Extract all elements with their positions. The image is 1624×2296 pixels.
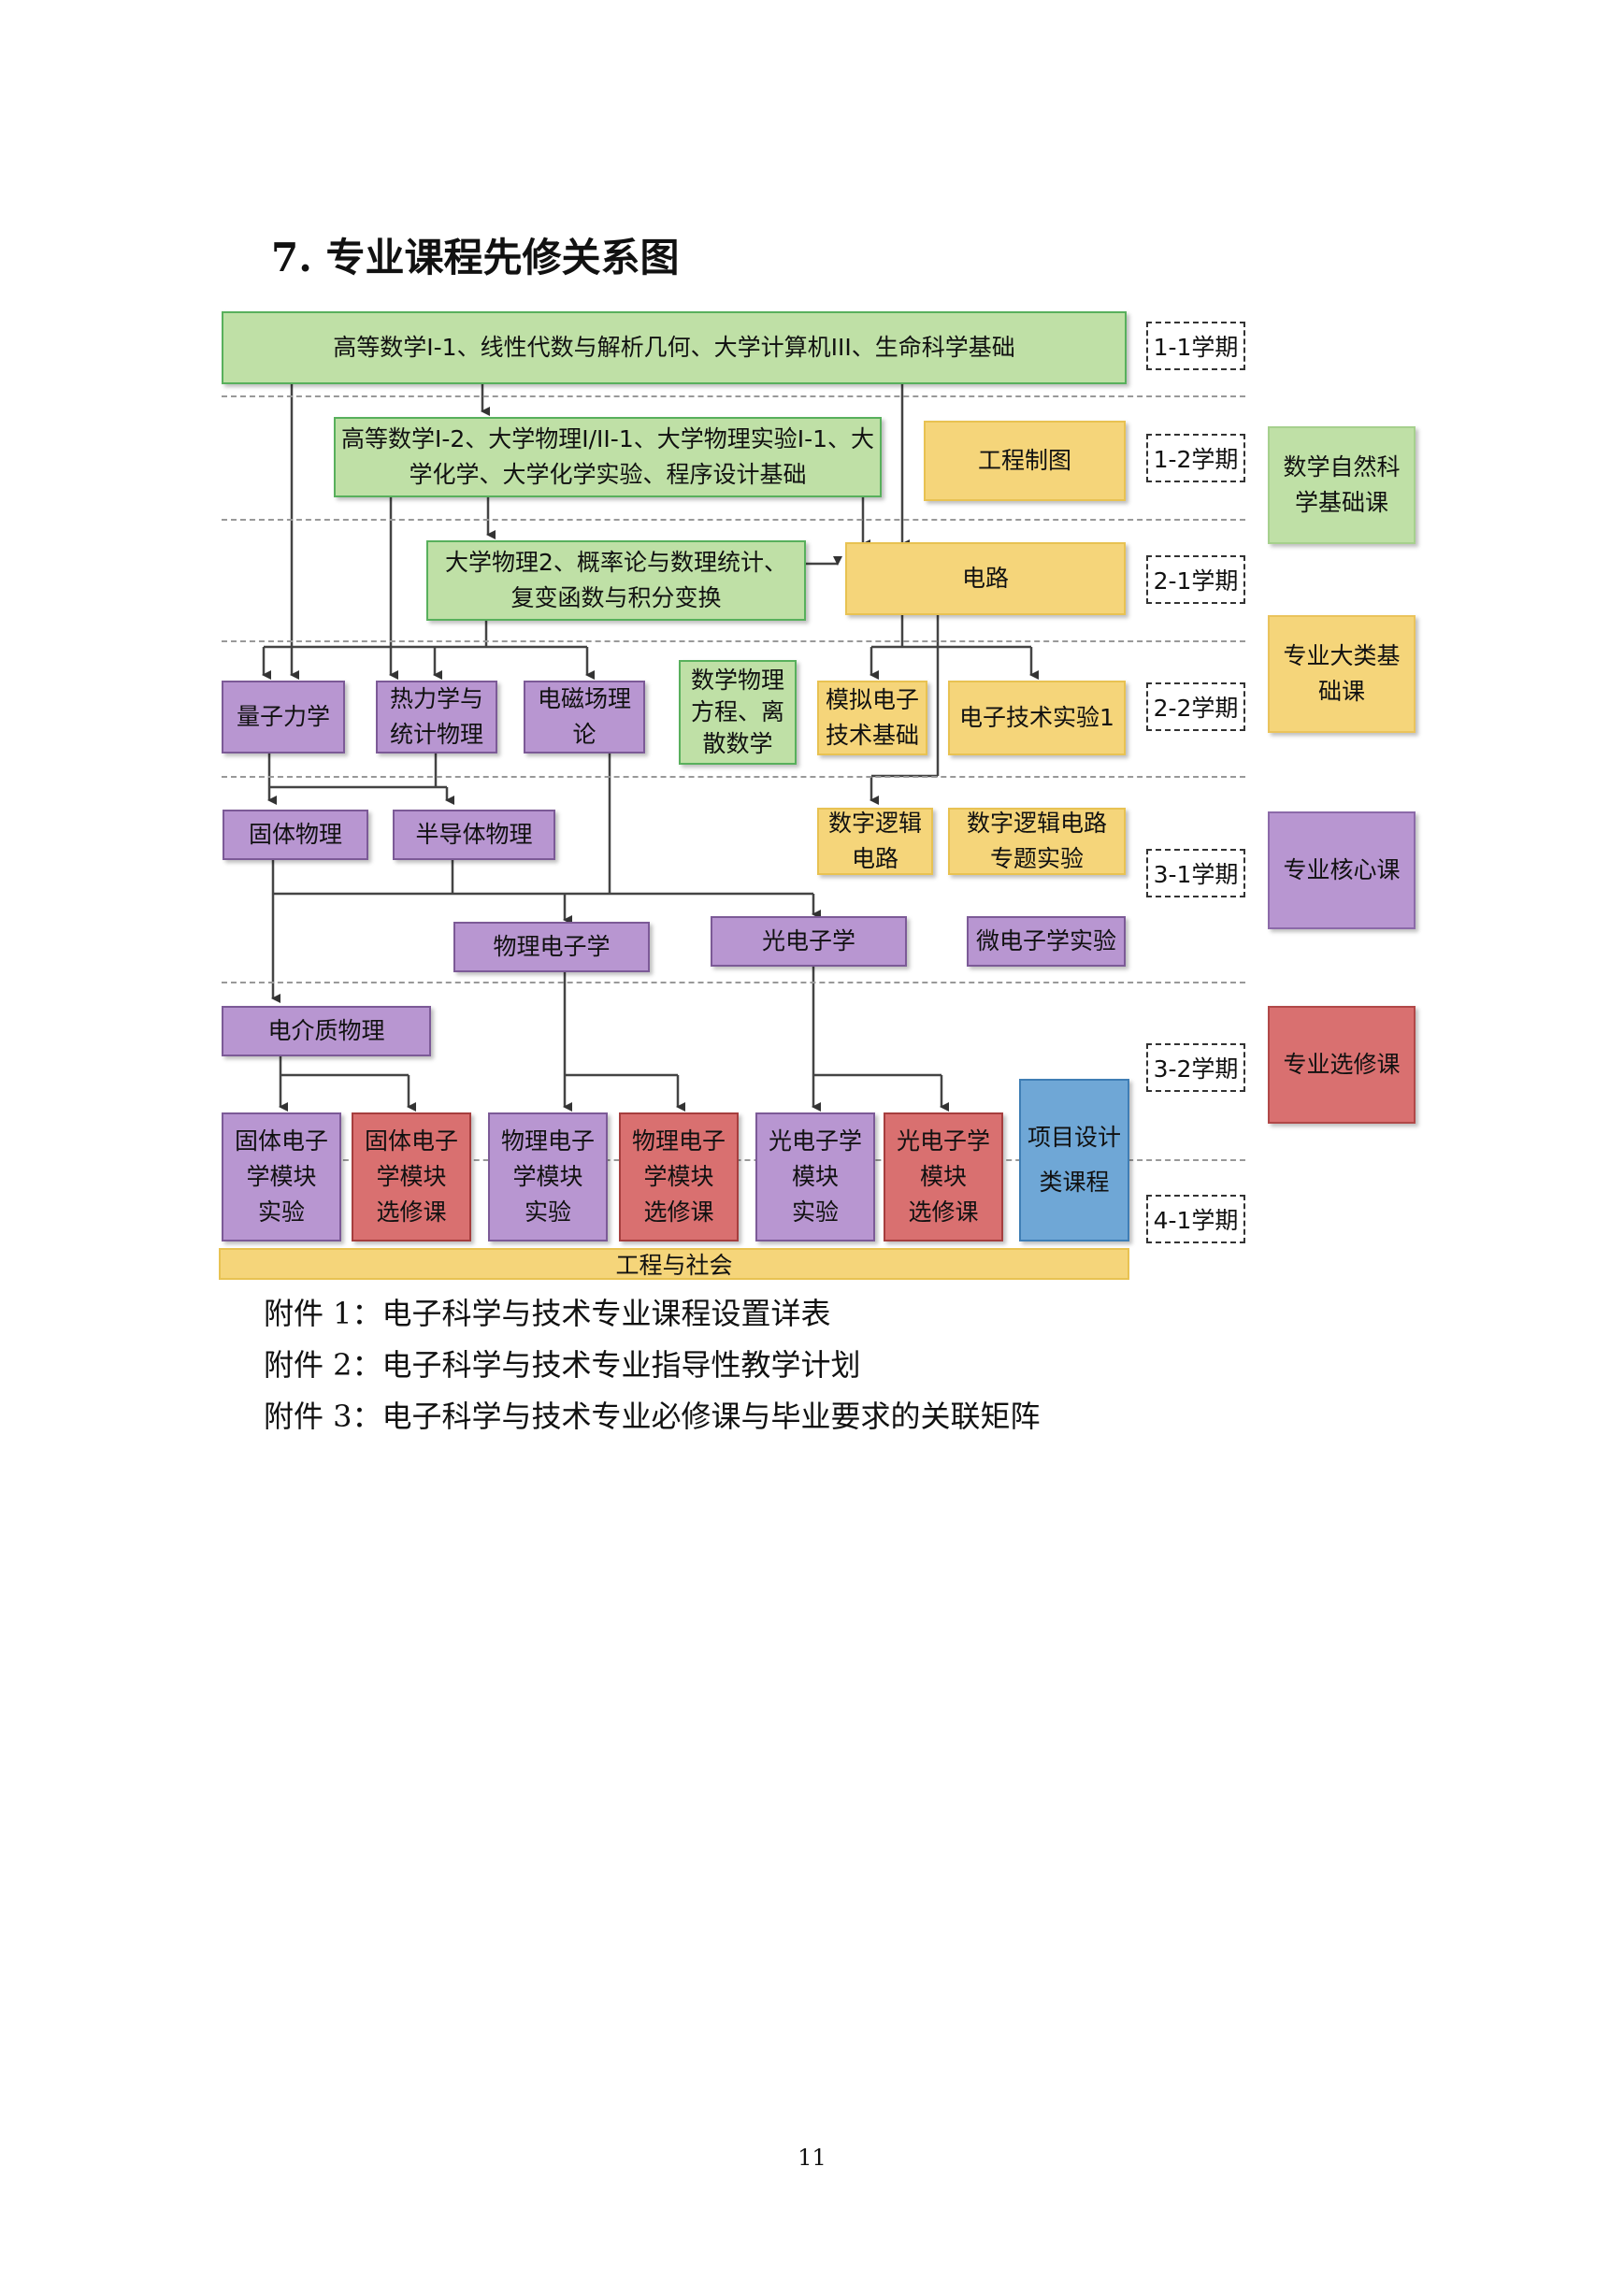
semester-divider	[222, 395, 1245, 397]
semester-label: 1-2学期	[1146, 434, 1245, 482]
course-math-1-2: 高等数学I-2、大学物理I/II-1、大学物理实验I-1、大 学化学、大学化学实…	[334, 417, 882, 497]
legend-major-foundation: 专业大类基 础课	[1268, 615, 1416, 733]
course-em-theory: 电磁场理 论	[524, 681, 645, 753]
course-solid-state: 固体物理	[223, 810, 368, 860]
course-quantum: 量子力学	[222, 681, 345, 753]
semester-label: 2-2学期	[1146, 682, 1245, 731]
course-semiconductor: 半导体物理	[393, 810, 555, 860]
course-thermo: 热力学与 统计物理	[376, 681, 497, 753]
course-digital-lab: 数字逻辑电路 专题实验	[948, 808, 1126, 875]
section-heading: 7. 专业课程先修关系图	[271, 235, 680, 280]
course-opto-module-elective: 光电子学 模块 选修课	[884, 1112, 1003, 1241]
page-number: 11	[798, 2145, 826, 2171]
appendix-item: 附件 2：电子科学与技术专业指导性教学计划	[264, 1347, 861, 1383]
semester-divider	[222, 519, 1245, 521]
semester-label: 3-1学期	[1146, 849, 1245, 897]
legend-core: 专业核心课	[1268, 811, 1416, 929]
course-digital-logic: 数字逻辑 电路	[817, 808, 933, 875]
appendix-item: 附件 3：电子科学与技术专业必修课与毕业要求的关联矩阵	[264, 1399, 1041, 1434]
course-physics-2: 大学物理2、概率论与数理统计、 复变函数与积分变换	[426, 540, 806, 621]
course-opto-module-lab: 光电子学 模块 实验	[755, 1112, 875, 1241]
legend-elective: 专业选修课	[1268, 1006, 1416, 1124]
course-engineering-society: 工程与社会	[219, 1248, 1129, 1280]
course-dielectric: 电介质物理	[222, 1006, 431, 1056]
semester-label: 3-2学期	[1146, 1043, 1245, 1092]
course-physical-electronics: 物理电子学	[453, 922, 650, 972]
semester-label: 4-1学期	[1146, 1195, 1245, 1243]
semester-divider	[222, 640, 1245, 642]
semester-label: 1-1学期	[1146, 322, 1245, 370]
course-phys-module-elective: 物理电子 学模块 选修课	[619, 1112, 739, 1241]
course-math-1-1: 高等数学I-1、线性代数与解析几何、大学计算机III、生命科学基础	[222, 311, 1127, 384]
semester-divider	[222, 982, 1245, 983]
course-project-design: 项目设计 类课程	[1019, 1079, 1129, 1241]
semester-divider	[222, 776, 1245, 778]
course-engineering-drawing: 工程制图	[924, 421, 1126, 501]
course-solid-module-lab: 固体电子 学模块 实验	[222, 1112, 341, 1241]
course-microelectronics-lab: 微电子学实验	[967, 916, 1126, 967]
course-analog: 模拟电子 技术基础	[817, 681, 927, 755]
course-electronics-lab: 电子技术实验1	[948, 681, 1126, 755]
course-solid-module-elective: 固体电子 学模块 选修课	[352, 1112, 471, 1241]
legend-basic-science: 数学自然科 学基础课	[1268, 426, 1416, 544]
course-math-physics: 数学物理 方程、离 散数学	[679, 660, 797, 765]
course-phys-module-lab: 物理电子 学模块 实验	[488, 1112, 608, 1241]
semester-label: 2-1学期	[1146, 555, 1245, 604]
appendix-item: 附件 1：电子科学与技术专业课程设置详表	[264, 1296, 831, 1331]
course-circuit: 电路	[845, 542, 1126, 615]
course-optoelectronics: 光电子学	[711, 916, 907, 967]
